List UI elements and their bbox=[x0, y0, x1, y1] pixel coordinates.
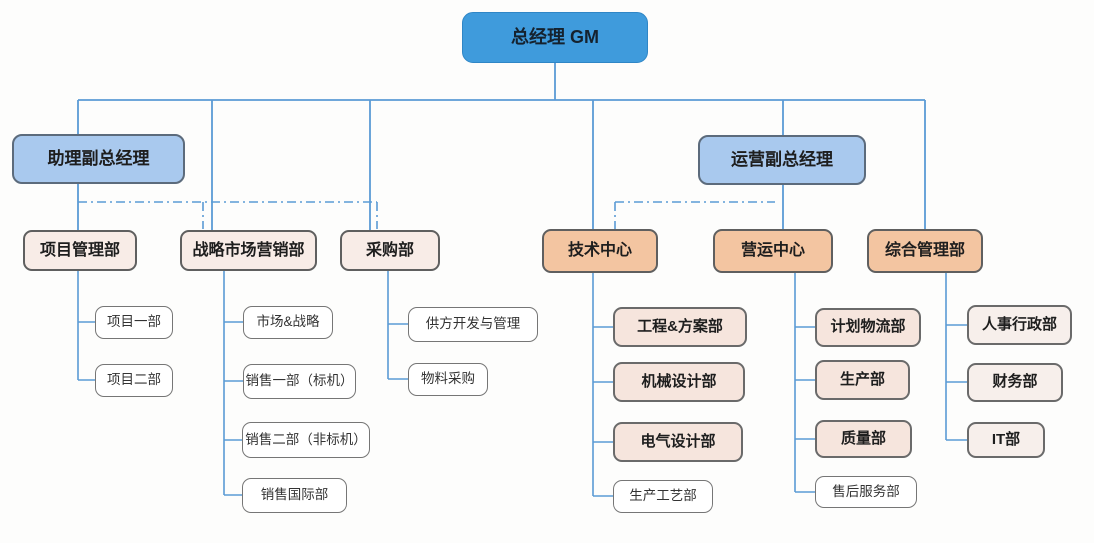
node-dept-strategic-marketing: 战略市场营销部 bbox=[180, 230, 317, 271]
node-assistant-deputy-gm: 助理副总经理 bbox=[12, 134, 185, 184]
node-sub-project-2: 项目二部 bbox=[95, 364, 173, 397]
node-sub-sales-2: 销售二部（非标机） bbox=[242, 422, 370, 458]
node-sub-sales-1: 销售一部（标机） bbox=[243, 364, 356, 399]
node-sub-it: IT部 bbox=[967, 422, 1045, 458]
node-dept-operations-center: 营运中心 bbox=[713, 229, 833, 273]
node-sub-material-procurement: 物料采购 bbox=[408, 363, 488, 396]
node-sub-mechanical-design: 机械设计部 bbox=[613, 362, 745, 402]
node-sub-finance: 财务部 bbox=[967, 363, 1063, 402]
node-general-manager: 总经理 GM bbox=[462, 12, 648, 63]
node-sub-after-sales: 售后服务部 bbox=[815, 476, 917, 508]
node-dept-technology-center: 技术中心 bbox=[542, 229, 658, 273]
node-sub-production-process: 生产工艺部 bbox=[613, 480, 713, 513]
node-sub-sales-international: 销售国际部 bbox=[242, 478, 347, 513]
node-sub-electrical-design: 电气设计部 bbox=[613, 422, 743, 462]
node-sub-supplier-development: 供方开发与管理 bbox=[408, 307, 538, 342]
node-sub-quality: 质量部 bbox=[815, 420, 912, 458]
node-dept-general-administration: 综合管理部 bbox=[867, 229, 983, 273]
node-sub-planning-logistics: 计划物流部 bbox=[815, 308, 921, 347]
node-sub-production: 生产部 bbox=[815, 360, 910, 400]
node-sub-hr-admin: 人事行政部 bbox=[967, 305, 1072, 345]
node-dept-project-management: 项目管理部 bbox=[23, 230, 137, 271]
node-dept-procurement: 采购部 bbox=[340, 230, 440, 271]
node-sub-project-1: 项目一部 bbox=[95, 306, 173, 339]
node-sub-engineering-solutions: 工程&方案部 bbox=[613, 307, 747, 347]
node-sub-market-strategy: 市场&战略 bbox=[243, 306, 333, 339]
node-operations-deputy-gm: 运营副总经理 bbox=[698, 135, 866, 185]
